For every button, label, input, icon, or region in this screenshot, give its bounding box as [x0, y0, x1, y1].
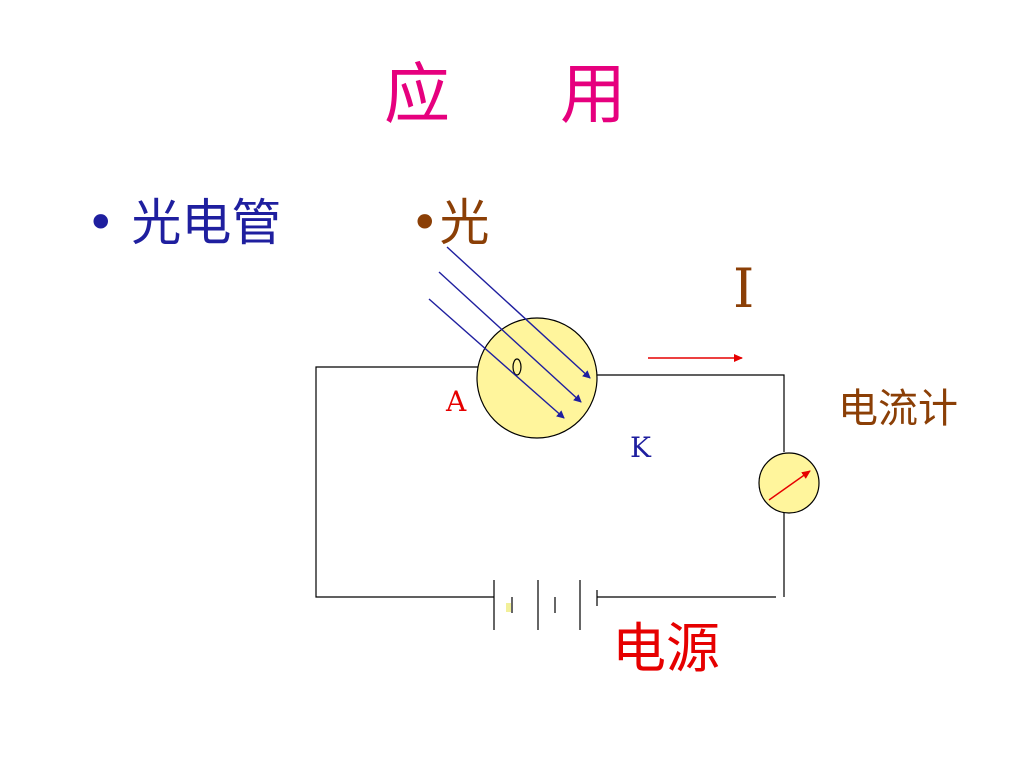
slide-title: 应用	[384, 62, 626, 128]
bullet-phototube: • 光电管	[86, 194, 282, 252]
galvanometer-body	[758, 452, 820, 514]
light-ray-2	[438, 271, 582, 403]
light-ray-3	[428, 298, 565, 419]
current-label: I	[733, 257, 755, 320]
cathode-label: K	[630, 431, 651, 464]
battery-marker	[506, 603, 511, 612]
light-ray-1	[446, 246, 591, 379]
anode-ring	[512, 358, 522, 376]
phototube-bulb	[476, 317, 598, 439]
power-source-label: 电源	[612, 617, 720, 680]
title-part-2: 用	[560, 56, 626, 133]
left-wire	[315, 366, 515, 598]
bullet-light: •光	[410, 194, 490, 252]
right-wire	[596, 374, 785, 452]
battery-symbol	[493, 580, 598, 630]
light-rays	[428, 246, 591, 419]
phototube	[476, 317, 598, 439]
anode-label: A	[446, 385, 467, 418]
circuit-wires	[315, 366, 785, 598]
galvanometer-label: 电流计	[838, 386, 958, 432]
title-part-1: 应	[384, 56, 450, 133]
galvanometer-needle	[768, 470, 811, 501]
galvanometer	[758, 452, 820, 514]
